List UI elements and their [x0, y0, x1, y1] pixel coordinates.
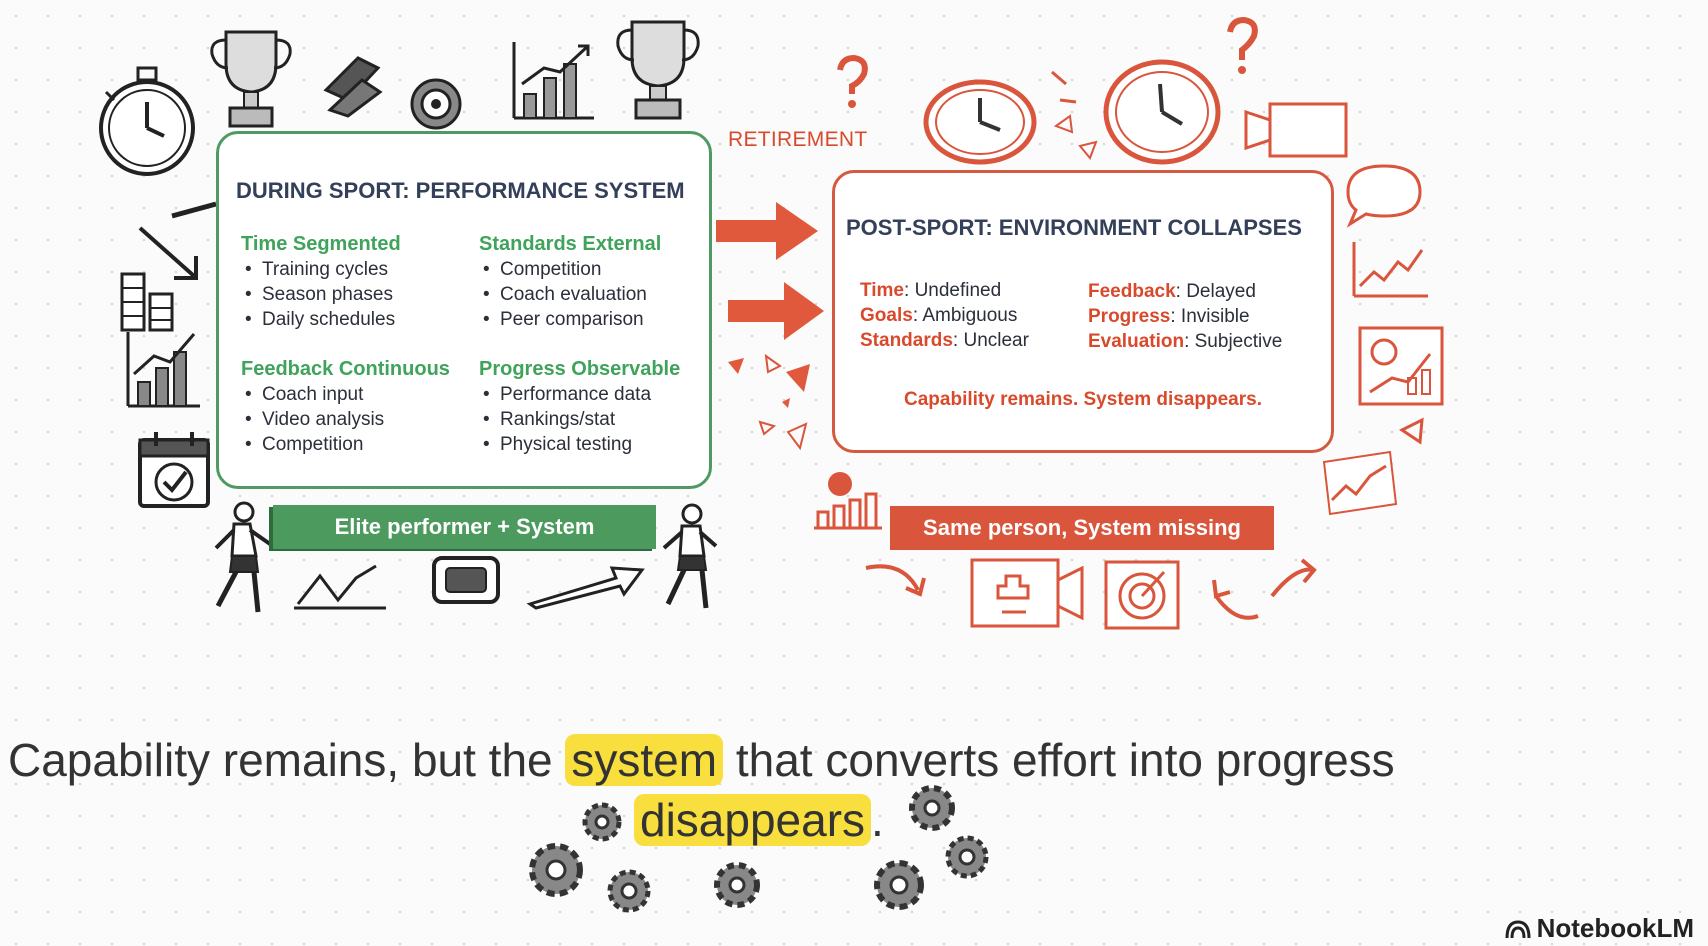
list-item: Rankings/stat — [479, 407, 680, 432]
post-sport-panel — [832, 170, 1334, 453]
pair-key: Standards — [860, 330, 953, 351]
pair-key: Progress — [1088, 306, 1171, 327]
time-segmented-column: Time Segmented Training cycles Season ph… — [241, 232, 401, 332]
list-item: Performance data — [479, 382, 680, 407]
brand-name: NotebookLM — [1536, 913, 1694, 943]
target-icon — [1102, 558, 1182, 632]
post-sport-title: POST-SPORT: ENVIRONMENT COLLAPSES — [846, 215, 1302, 240]
pair-progress: Progress: Invisible — [1088, 304, 1282, 329]
column-heading: Progress Observable — [479, 358, 681, 380]
shard-icon — [1046, 66, 1106, 162]
list-item: Peer comparison — [479, 307, 661, 332]
list-item: Training cycles — [241, 257, 401, 282]
sentence-text: Capability remains, but the — [8, 734, 566, 786]
ribbon-icon — [318, 50, 388, 120]
gear-icon — [520, 834, 592, 906]
down-arrow-icon — [134, 222, 206, 286]
summary-sentence-line1: Capability remains, but the system that … — [8, 733, 1395, 787]
list-item: Coach evaluation — [479, 282, 661, 307]
post-sport-left-pairs: Time: Undefined Goals: Ambiguous Standar… — [860, 278, 1029, 353]
tablet-icon — [430, 554, 502, 606]
summary-sentence-line2: disappears. — [634, 793, 884, 847]
column-heading: Time Segmented — [241, 233, 401, 255]
curved-arrow-icon — [862, 558, 934, 604]
calendar-icon — [134, 428, 214, 512]
column-heading: Standards External — [479, 233, 662, 255]
pair-value: : Unclear — [952, 330, 1029, 351]
stopwatch-icon — [92, 62, 202, 182]
line-chart-icon — [1320, 448, 1400, 518]
pair-feedback: Feedback: Delayed — [1088, 279, 1282, 304]
pair-value: : Ambiguous — [912, 305, 1018, 326]
post-sport-right-pairs: Feedback: Delayed Progress: Invisible Ev… — [1088, 279, 1282, 354]
during-sport-title: DURING SPORT: PERFORMANCE SYSTEM — [236, 178, 685, 203]
gear-icon — [866, 852, 932, 918]
pair-key: Goals — [860, 305, 913, 326]
report-chart-icon — [1356, 324, 1446, 408]
gear-icon — [938, 828, 996, 886]
pair-key: Evaluation — [1088, 331, 1185, 352]
arrow-icon — [716, 202, 818, 260]
bar-chart-icon — [812, 472, 884, 532]
shard-icon — [1398, 416, 1428, 446]
question-mark-icon — [832, 54, 872, 108]
notebooklm-brand: NotebookLM — [1505, 913, 1694, 944]
list-item: Daily schedules — [241, 307, 401, 332]
sentence-text: . — [871, 794, 884, 846]
gear-icon — [902, 778, 962, 838]
pair-key: Time — [860, 280, 905, 301]
speech-bubble-icon — [1340, 160, 1428, 228]
curved-arrow-icon — [1210, 556, 1320, 630]
gear-icon — [600, 862, 658, 920]
feedback-continuous-column: Feedback Continuous Coach input Video an… — [241, 357, 450, 457]
list-item: Competition — [479, 257, 661, 282]
pair-evaluation: Evaluation: Subjective — [1088, 329, 1282, 354]
line-chart-icon — [1348, 238, 1430, 300]
pair-goals: Goals: Ambiguous — [860, 303, 1029, 328]
arrow-icon — [728, 282, 824, 340]
pair-value: : Subjective — [1184, 331, 1283, 352]
up-arrow-icon — [526, 560, 646, 610]
list-item: Video analysis — [241, 407, 450, 432]
stacked-blocks-icon — [118, 268, 176, 334]
runner-icon — [204, 500, 274, 618]
clock-icon — [920, 74, 1040, 166]
post-sport-tagline: Capability remains. System disappears. — [904, 389, 1262, 410]
trophy-icon — [206, 24, 296, 134]
gear-icon — [706, 854, 768, 916]
pair-value: : Delayed — [1175, 281, 1256, 302]
retirement-label: RETIREMENT — [728, 128, 868, 151]
line-chart-icon — [290, 560, 390, 612]
pair-key: Feedback — [1088, 281, 1176, 302]
list-item: Physical testing — [479, 432, 680, 457]
highlight-system: system — [565, 734, 724, 786]
progress-observable-column: Progress Observable Performance data Ran… — [479, 357, 680, 457]
question-mark-icon — [1222, 16, 1264, 74]
clock-icon — [1100, 56, 1224, 168]
runner-icon — [656, 502, 722, 612]
standards-external-column: Standards External Competition Coach eva… — [479, 232, 661, 332]
sentence-text: that converts effort into progress — [723, 734, 1395, 786]
video-camera-icon — [1244, 98, 1350, 162]
pencil-icon — [168, 196, 220, 220]
list-item: Season phases — [241, 282, 401, 307]
shard-icon — [728, 352, 810, 452]
list-item: Coach input — [241, 382, 450, 407]
pair-standards: Standards: Unclear — [860, 328, 1029, 353]
video-camera-icon — [968, 556, 1086, 630]
elite-performer-caption: Elite performer + System — [273, 505, 656, 549]
target-icon — [408, 76, 464, 132]
bar-chart-icon — [508, 38, 598, 122]
column-heading: Feedback Continuous — [241, 358, 450, 380]
pair-value: : Undefined — [904, 280, 1002, 301]
system-missing-caption: Same person, System missing — [890, 506, 1274, 550]
notebooklm-logo-icon — [1505, 919, 1531, 938]
list-item: Competition — [241, 432, 450, 457]
pair-value: : Invisible — [1170, 306, 1250, 327]
pair-time: Time: Undefined — [860, 278, 1029, 303]
highlight-disappears: disappears — [634, 794, 872, 846]
gear-icon — [576, 796, 628, 848]
bar-chart-icon — [122, 326, 202, 410]
trophy-icon — [614, 14, 702, 124]
